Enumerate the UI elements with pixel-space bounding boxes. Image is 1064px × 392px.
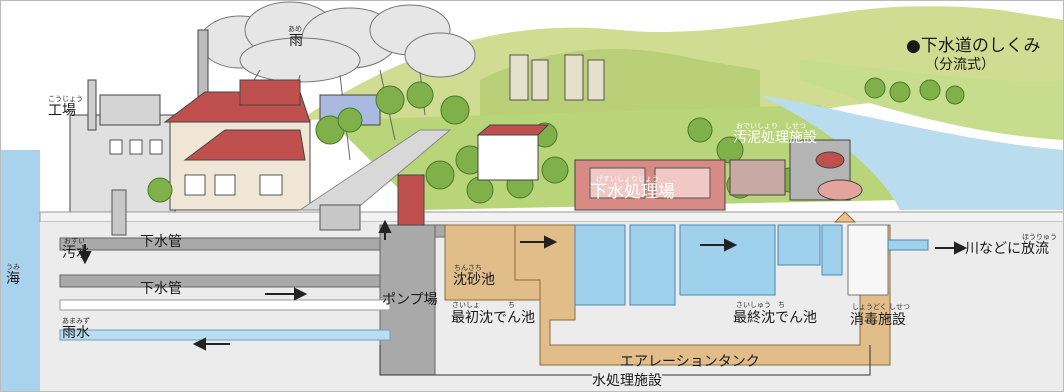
- rain-cloud: [199, 1, 476, 83]
- final-tank-furigana: さいしゅう ち: [736, 301, 785, 309]
- sewer-pipe-label-lower: 下水管: [140, 281, 182, 297]
- hill-shade: [480, 48, 760, 120]
- factory-furigana: こうじょう: [48, 95, 83, 103]
- pump-station-building: [397, 174, 425, 226]
- aeration-tanks: [574, 224, 843, 306]
- factory-label: 工場: [48, 103, 76, 119]
- treatment-plant-label: 下水処理場: [590, 182, 675, 202]
- sand-basin-label: 沈砂池: [453, 272, 495, 288]
- apartment-towers: [509, 54, 605, 101]
- wastewater-label: 汚水: [62, 245, 90, 261]
- water-treatment-label: 水処理施設: [592, 373, 662, 389]
- primary-tank-label: 最初沈でん池: [451, 310, 535, 326]
- discharge-pipe: [887, 239, 929, 251]
- disinfection-marker: [833, 211, 857, 223]
- disinfection-furigana: しょうどく しせつ: [852, 303, 911, 311]
- ground-surface: [39, 211, 1064, 223]
- sea-furigana: うみ: [6, 263, 20, 271]
- title-bullet: ●: [906, 36, 921, 56]
- discharge-label: 川などに放流: [965, 241, 1049, 257]
- river: [760, 95, 1064, 210]
- treatment-plant-buildings: [476, 124, 863, 211]
- rainwater-furigana: あまみず: [62, 317, 90, 325]
- sewer-pipe-label-upper: 下水管: [140, 234, 182, 250]
- rainwater-label: 雨水: [62, 325, 90, 341]
- aeration-tank-label: エアレーションタンク: [620, 354, 760, 370]
- diagram-title: ●下水道のしくみ: [906, 38, 1041, 55]
- sludge-facility-furigana: おでいしょり しせつ: [736, 122, 806, 130]
- disinfection-tank: [847, 224, 889, 296]
- treatment-plant-furigana: げすいしょりじょう: [596, 175, 659, 183]
- rainwater-pipe: [59, 329, 391, 341]
- sea: [0, 150, 40, 392]
- sludge-facility-label: 汚泥処理施設: [733, 130, 817, 146]
- title-main: 下水道のしくみ: [920, 36, 1041, 56]
- pipe-gap: [59, 299, 391, 311]
- primary-tank-furigana: さいしょ ち: [452, 301, 515, 309]
- discharge-furigana: ほうりゅう: [1022, 233, 1057, 241]
- rain-furigana: あめ: [288, 25, 302, 33]
- final-tank-label: 最終沈でん池: [733, 310, 817, 326]
- manholes: [111, 189, 361, 236]
- pump-station-label: ポンプ場: [382, 292, 438, 308]
- wastewater-furigana: おすい: [64, 237, 85, 245]
- disinfection-label: 消毒施設: [850, 312, 906, 328]
- houses: [163, 79, 381, 211]
- rain-label: 雨: [289, 33, 303, 49]
- flow-arrows: [78, 219, 968, 351]
- diagram-subtitle: （分流式）: [925, 57, 995, 73]
- sand-basin-furigana: ちんさち: [454, 264, 482, 272]
- sea-label: 海: [6, 271, 20, 287]
